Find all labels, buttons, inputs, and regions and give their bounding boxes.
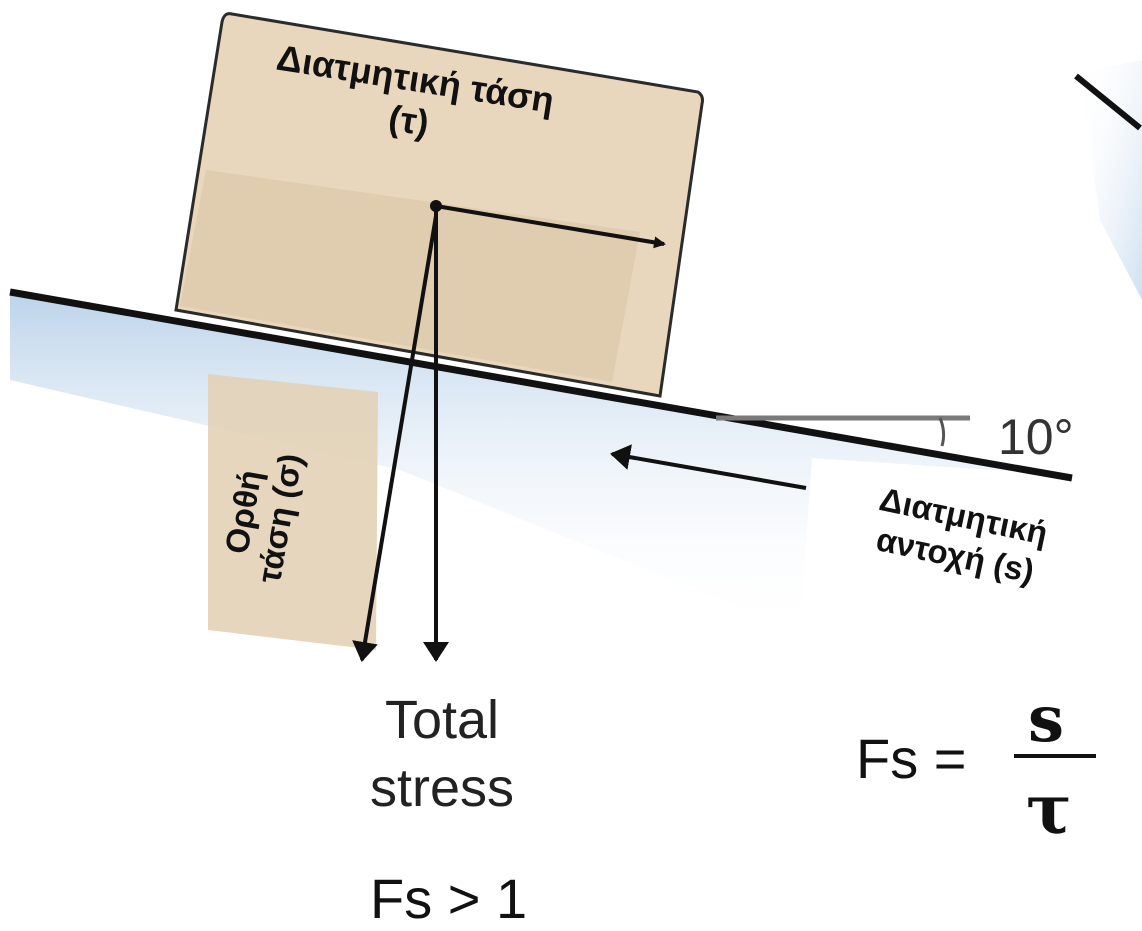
- formula-fraction-bar: [1014, 754, 1096, 758]
- shear-strength-arrow: [610, 444, 807, 490]
- fs-condition-label: Fs > 1: [370, 867, 528, 930]
- total-stress-label-line2: stress: [370, 758, 515, 818]
- angle-arc: [938, 417, 946, 447]
- slope-line: [9, 288, 1073, 482]
- total-stress-label-line1: Total: [384, 690, 500, 750]
- normal-stress-arrow: [352, 215, 438, 662]
- formula-lhs: Fs =: [856, 727, 967, 790]
- slope-angle-label: 10°: [998, 409, 1074, 465]
- total-stress-label: Total stress: [370, 686, 514, 822]
- upper-right-shading: [1080, 60, 1142, 300]
- formula-denominator: τ: [1026, 770, 1072, 850]
- upper-right-line: [1074, 73, 1142, 131]
- shear-strength-label-box: [800, 458, 1142, 650]
- shear-stress-arrow: [435, 204, 666, 249]
- stress-origin-point: [430, 200, 442, 212]
- soil-block-shade: [180, 170, 640, 382]
- formula-numerator: s: [1028, 682, 1065, 757]
- normal-stress-label-box: [208, 374, 378, 650]
